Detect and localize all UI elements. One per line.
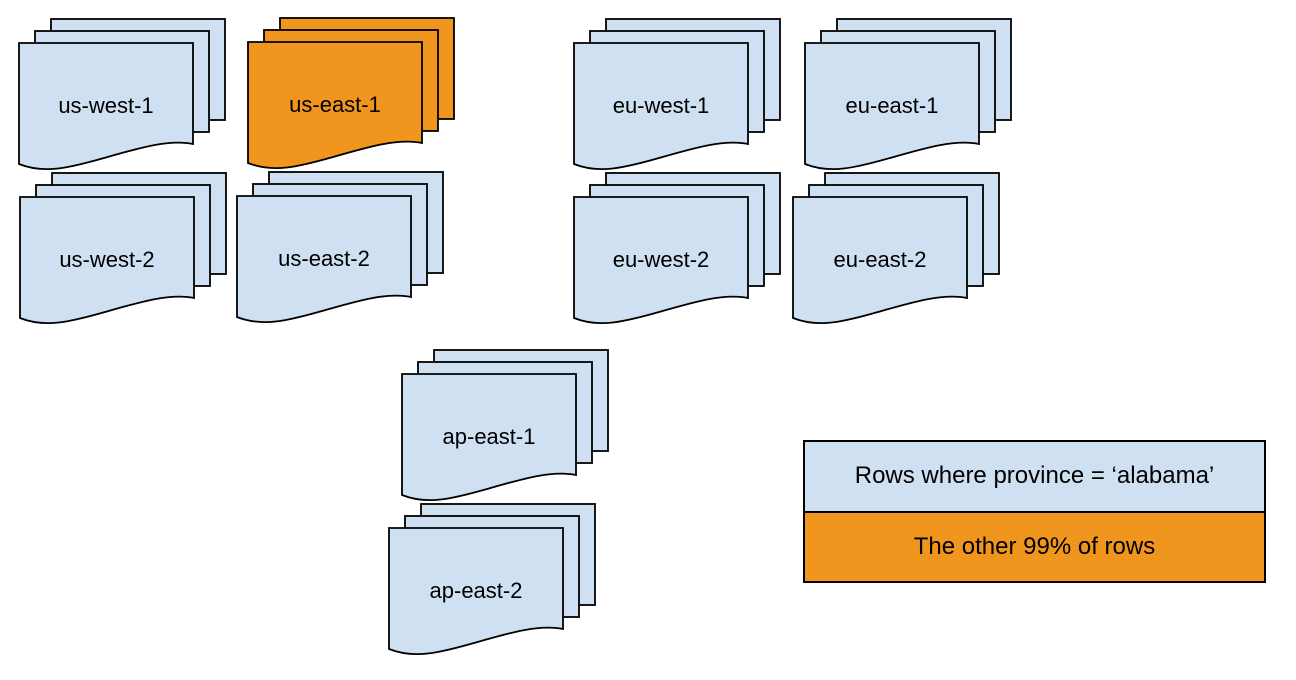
region-stack-us-west-2: us-west-2 [19,172,227,328]
region-stack-eu-west-2: eu-west-2 [573,172,781,328]
region-label: ap-east-2 [429,578,523,603]
region-stack-ap-east-2: ap-east-2 [388,503,596,659]
region-label: eu-east-1 [845,93,939,118]
region-label: us-west-2 [59,247,155,272]
region-stack-eu-west-1: eu-west-1 [573,18,781,174]
region-label: eu-west-1 [612,93,710,118]
region-stack-eu-east-2: eu-east-2 [792,172,1000,328]
region-label: us-west-1 [58,93,154,118]
region-label: us-east-1 [289,92,381,117]
region-stack-eu-east-1: eu-east-1 [804,18,1012,174]
legend-label: The other 99% of rows [913,532,1156,560]
region-stack-us-east-2: us-east-2 [236,171,444,327]
region-stack-us-east-1: us-east-1 [247,17,455,173]
region-label: us-east-2 [278,246,370,271]
region-label: eu-east-2 [833,247,927,272]
legend-item-other-rows: The other 99% of rows [805,510,1264,581]
region-stack-ap-east-1: ap-east-1 [401,349,609,505]
legend-item-alabama-rows: Rows where province = ‘alabama’ [805,442,1264,511]
region-label: eu-west-2 [612,247,710,272]
legend-label: Rows where province = ‘alabama’ [854,462,1215,490]
region-stack-us-west-1: us-west-1 [18,18,226,174]
region-label: ap-east-1 [442,424,536,449]
legend: Rows where province = ‘alabama’ The othe… [803,440,1266,583]
